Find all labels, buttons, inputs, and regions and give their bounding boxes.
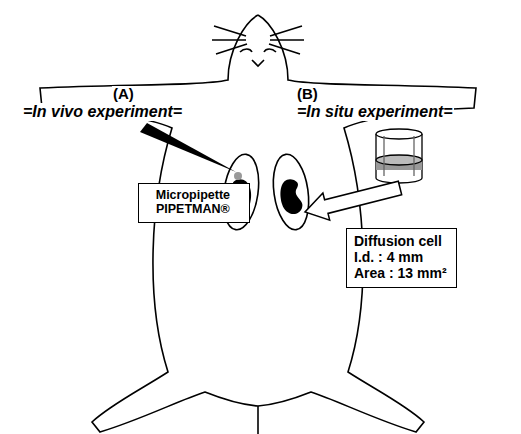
rat-outline xyxy=(40,15,476,434)
box-text: I.d. : 4 mm xyxy=(354,249,449,265)
pipette-box: Micropipette PIPETMAN® xyxy=(138,183,250,223)
cell-box: Diffusion cellI.d. : 4 mmArea : 13 mm² xyxy=(346,228,457,288)
box-text: Diffusion cell xyxy=(354,233,449,249)
diffusion-cell-symbol xyxy=(376,129,422,183)
panel-letter: (B) xyxy=(296,86,319,103)
box-text: Micropipette PIPETMAN® xyxy=(146,188,240,217)
panel-letter: (A) xyxy=(112,86,135,103)
pointer-arrow xyxy=(305,181,402,220)
micropipette-symbol xyxy=(140,123,242,180)
box-text: Area : 13 mm² xyxy=(354,265,449,281)
panel-title: =In vivo experiment= xyxy=(22,103,183,121)
panel-title: =In situ experiment= xyxy=(296,103,454,121)
